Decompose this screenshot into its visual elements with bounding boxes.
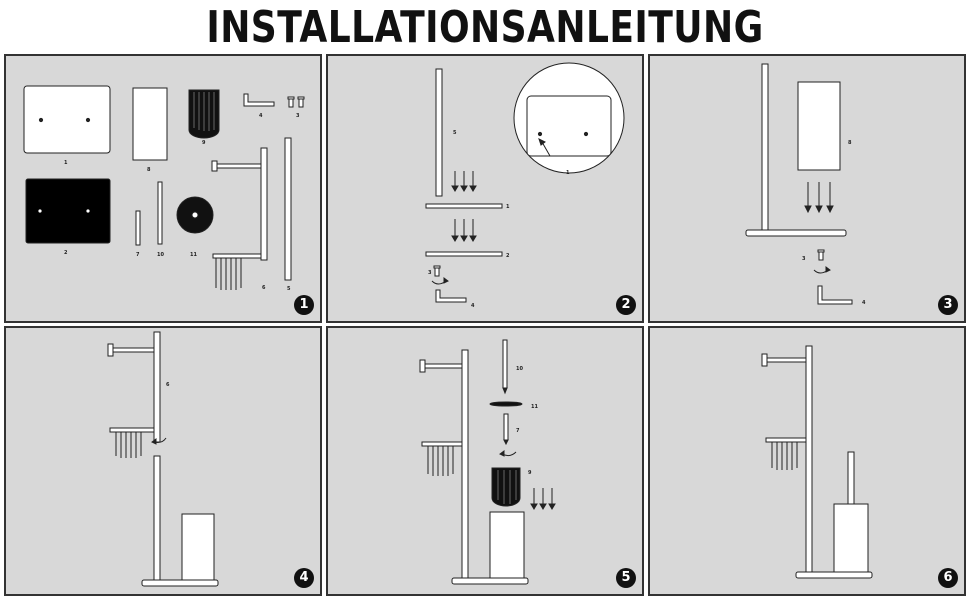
- base-plate: [745, 229, 847, 237]
- step-4-diagram: 6: [107, 331, 219, 587]
- label-part-3: 3: [802, 256, 806, 262]
- label-part-11: 11: [531, 404, 538, 410]
- label-part-10: 10: [516, 366, 523, 372]
- black-base-pad: [25, 178, 111, 244]
- step-number-badge: 3: [938, 295, 958, 315]
- label-part-1: 1: [64, 160, 68, 166]
- down-arrows: [451, 171, 477, 192]
- brush-container: [181, 513, 215, 581]
- hex-key: [435, 289, 467, 303]
- label-part-1-zoom: 1: [566, 170, 570, 176]
- label-part-4: 4: [862, 300, 866, 306]
- step-number-badge: 5: [616, 568, 636, 588]
- cover-disc-side: [489, 401, 523, 407]
- step-number-badge: 1: [294, 295, 314, 315]
- assembled-stand: [761, 345, 873, 579]
- down-arrows: [530, 488, 556, 510]
- down-arrows: [451, 219, 477, 242]
- label-part-4: 4: [259, 113, 263, 119]
- label-part-2: 2: [506, 253, 510, 259]
- rod-7: [135, 210, 141, 246]
- label-part-8: 8: [848, 140, 852, 146]
- label-part-2: 2: [64, 250, 68, 256]
- base-plate: [141, 579, 219, 587]
- screws: [287, 96, 305, 108]
- step-2-diagram: 5 1 2 3 4 1: [425, 62, 625, 309]
- label-part-1: 1: [506, 204, 510, 210]
- rod-7: [503, 413, 509, 441]
- page-title: INSTALLATIONSANLEITUNG: [206, 2, 764, 53]
- cover-disc: [176, 196, 214, 234]
- label-part-9: 9: [202, 140, 206, 146]
- label-part-8: 8: [147, 167, 151, 173]
- upper-pole-with-holder: [107, 331, 161, 458]
- label-part-4: 4: [471, 303, 475, 309]
- step-6-panel: 6: [648, 326, 966, 596]
- step-number-badge: 4: [294, 568, 314, 588]
- brush-container: [132, 87, 168, 161]
- brush-container: [833, 503, 869, 573]
- step-1-diagram: 1 2 3 4 6 5 7 8 9 10 11: [23, 85, 305, 292]
- step-1-panel: 1 2 3 4 6 5 7 8 9 10 11 1: [4, 54, 322, 323]
- step-4-panel: 6 4: [4, 326, 322, 596]
- label-part-9: 9: [528, 470, 532, 476]
- label-part-7: 7: [136, 252, 140, 258]
- label-part-3: 3: [428, 270, 432, 276]
- white-base-plate-side: [425, 203, 503, 209]
- label-part-10: 10: [157, 252, 164, 258]
- brush-container: [797, 81, 841, 171]
- label-part-5: 5: [287, 286, 291, 292]
- step-3-panel: 8 3 4 3: [648, 54, 966, 323]
- label-part-7: 7: [516, 428, 520, 434]
- label-part-6: 6: [262, 285, 266, 291]
- step-3-diagram: 8 3 4: [745, 63, 866, 306]
- lower-pole: [284, 137, 292, 281]
- step-number-badge: 6: [938, 568, 958, 588]
- lower-pole: [761, 63, 769, 231]
- screw: [818, 251, 824, 261]
- zoom-detail-circle: [513, 62, 625, 174]
- hex-key: [817, 285, 853, 305]
- step-2-panel: 5 1 2 3 4 1 2: [326, 54, 644, 323]
- upper-pole-with-holder: [211, 147, 268, 290]
- brush-head: [491, 467, 521, 507]
- white-base-plate: [23, 85, 111, 154]
- assembled-stand: [419, 349, 529, 585]
- black-pad-side: [425, 251, 503, 257]
- step-5-panel: 10 11 7 9 5: [326, 326, 644, 596]
- step-number-badge: 2: [616, 295, 636, 315]
- label-part-6: 6: [166, 382, 170, 388]
- brush-head: [188, 89, 220, 139]
- brush-handle: [847, 451, 855, 505]
- screw: [434, 267, 440, 277]
- hex-key: [243, 93, 275, 107]
- lower-pole: [153, 455, 161, 581]
- step-6-diagram: [761, 345, 873, 579]
- down-arrows: [804, 182, 834, 214]
- rod-10: [502, 339, 508, 389]
- label-part-3: 3: [296, 113, 300, 119]
- lower-pole: [435, 68, 443, 197]
- rod-10: [157, 181, 163, 245]
- step-5-diagram: 10 11 7 9: [419, 339, 556, 585]
- label-part-5: 5: [453, 130, 457, 136]
- label-part-11: 11: [190, 252, 197, 258]
